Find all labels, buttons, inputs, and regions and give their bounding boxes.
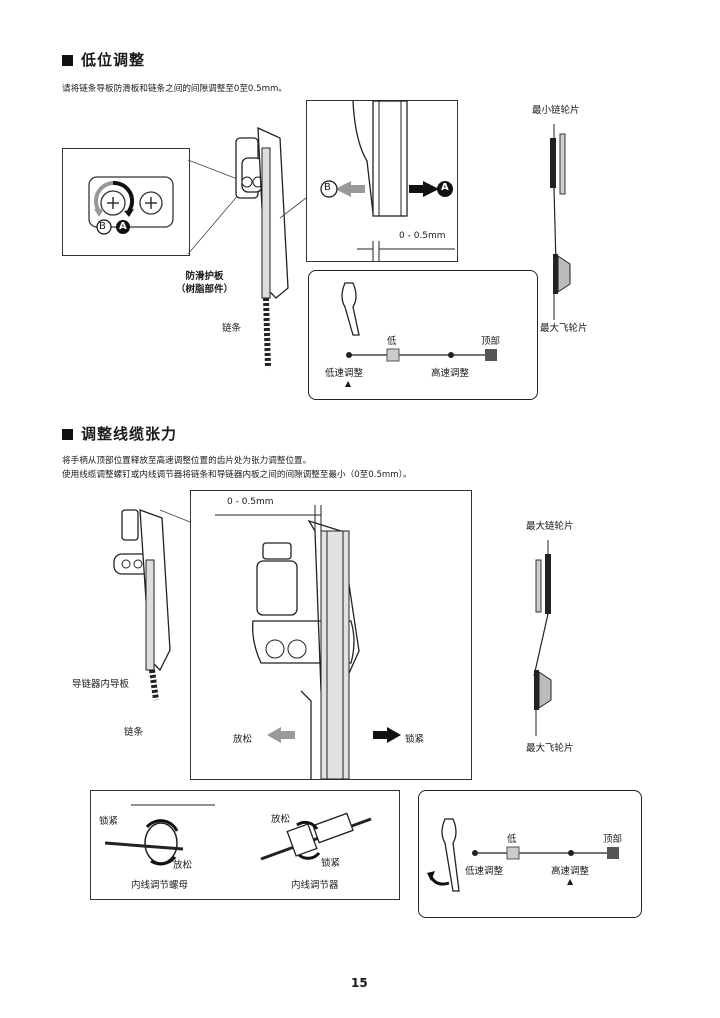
gap-detail-drawing [320,100,455,261]
callout-a-gap: A [441,182,449,193]
adj-loosen-label: 放松 [271,814,291,825]
adjuster-box: 锁紧 放松 内线调节螺母 放松 锁紧 内线调节器 [90,790,400,900]
chain-label-2: 链条 [124,727,144,738]
shifter-lever-drawing-2 [427,818,619,892]
front-derailleur-illustration-1 [187,126,307,369]
top-label-2: 顶部 [603,834,623,845]
chainline-diagram-1 [550,124,571,320]
chainline-diagram-2 [533,540,552,736]
square-bullet-icon [62,55,73,66]
chain-label-1: 链条 [222,323,242,334]
adjuster-label: 内线调节器 [291,880,339,891]
high-adjust-label-2: 高速调整 [551,866,590,877]
guard-label-line2: （树脂部件） [176,284,234,295]
gap-detail-box: B A 0 - 0.5mm [306,100,458,262]
largest-chainring-label: 最大链轮片 [526,521,574,532]
page-number: 15 [351,976,368,990]
cable-tension-zoom-drawing [215,505,401,780]
top-label-1: 顶部 [481,336,501,347]
nut-loosen-label: 放松 [173,860,193,871]
low-label-2: 低 [507,834,517,845]
callout-a-inset: A [119,221,127,232]
shift-position-diagram-2: 低 顶部 低速调整 高速调整 ▲ [418,790,642,918]
guard-label-line1: 防滑护板 [185,271,224,282]
low-adjust-label-1: 低速调整 [325,368,364,379]
tighten-label-zoom: 锁紧 [405,734,425,745]
section-title-low-adjust: 低位调整 [62,49,145,70]
square-bullet-icon [62,429,73,440]
cable-tension-zoom-box: 0 - 0.5mm 放松 锁紧 [190,490,472,780]
front-derailleur-illustration-2 [113,509,191,701]
shifter-lever-drawing-1 [341,282,497,362]
low-adjust-label-2: 低速调整 [465,866,504,877]
smallest-chainring-label: 最小链轮片 [532,105,580,116]
inner-plate-label: 导链器内导板 [72,679,130,690]
nut-tighten-label: 锁紧 [99,816,119,827]
largest-cog-label-2: 最大飞轮片 [526,743,574,754]
callout-b-inset: B [99,221,106,232]
adj-tighten-label: 锁紧 [321,858,341,869]
pointer-icon-1: ▲ [345,379,352,388]
guard-label: 防滑护板 （树脂部件） [176,270,233,296]
loosen-label-zoom: 放松 [233,734,253,745]
screw-detail-drawing [88,176,174,235]
gap-label-2: 0 - 0.5mm [227,497,274,507]
low-adjust-instruction: 请将链条导板防滑板和链条之间的间隙调整至0至0.5mm。 [62,84,287,94]
largest-cog-label-1: 最大飞轮片 [540,323,588,334]
high-adjust-label-1: 高速调整 [431,368,470,379]
low-label-1: 低 [387,336,397,347]
screw-detail-inset: B A [62,148,190,256]
cable-tension-instruction-2: 使用线缆调整螺钉或内线调节器将链条和导链器内板之间的间隙调整至最小（0至0.5m… [62,470,412,480]
section-title-cable-tension: 调整线缆张力 [62,423,177,444]
section-title-text: 调整线缆张力 [81,425,178,443]
gap-label-1: 0 - 0.5mm [399,231,446,241]
shift-position-diagram-1: 低 顶部 低速调整 高速调整 ▲ [308,270,538,400]
pointer-icon-2: ▲ [567,877,574,886]
callout-b-gap: B [324,182,331,193]
adjuster-drawing [104,804,372,866]
cable-tension-instruction-1: 将手柄从顶部位置释放至高速调整位置的齿片处为张力调整位置。 [62,456,312,466]
section-title-text: 低位调整 [81,51,146,69]
nut-label: 内线调节螺母 [131,880,189,891]
